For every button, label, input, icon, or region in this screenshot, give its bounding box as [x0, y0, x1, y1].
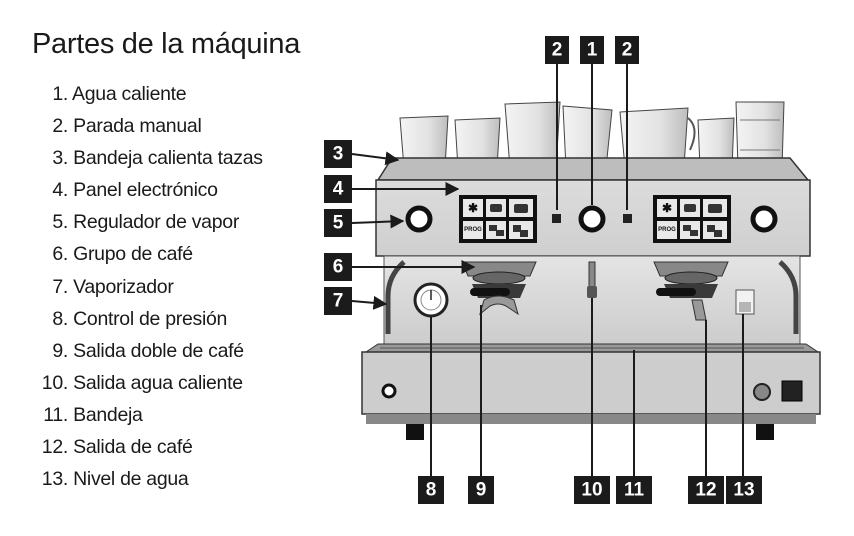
callout-left-7: 7: [324, 287, 352, 315]
legend-number: 7.: [52, 275, 68, 298]
legend-number: 8.: [52, 307, 68, 330]
callout-bottom-13: 13: [726, 476, 762, 504]
legend-label: Bandeja: [73, 403, 143, 426]
callout-number: 2: [552, 40, 563, 61]
callout-bottom-10: 10: [574, 476, 610, 504]
foot-right: [756, 424, 774, 440]
legend-number: 11.: [43, 403, 68, 426]
legend-label: Control de presión: [73, 307, 228, 330]
power-indicator-icon: [381, 383, 397, 399]
legend-number: 10.: [41, 371, 69, 394]
cups-on-tray: [399, 101, 785, 169]
keypad-left: ✱ PROG: [459, 195, 537, 243]
parts-legend: 1. Agua caliente 2. Parada manual 3. Ban…: [40, 78, 263, 495]
callout-number: 2: [622, 40, 633, 61]
callout-left-6: 6: [324, 253, 352, 281]
coffee-group-right: [653, 261, 729, 321]
callout-number: 10: [581, 480, 602, 501]
legend-label: Salida de café: [73, 436, 193, 459]
callout-number: 6: [333, 257, 344, 278]
legend-label: Salida doble de café: [73, 339, 244, 362]
hot-water-knob: [578, 205, 606, 233]
manual-stop-button-left: [552, 214, 561, 223]
legend-number: 9.: [52, 339, 68, 362]
callout-bottom-9: 9: [468, 476, 494, 504]
legend-label: Bandeja calienta tazas: [73, 147, 263, 170]
legend-label: Regulador de vapor: [73, 211, 240, 234]
legend-number: 3.: [52, 147, 68, 170]
legend-item: 3. Bandeja calienta tazas: [40, 142, 263, 174]
portafilter-handle-left: [470, 288, 510, 296]
callout-number: 1: [587, 40, 598, 61]
callout-number: 4: [333, 179, 344, 200]
callout-bottom-11: 11: [616, 476, 652, 504]
legend-number: 13.: [41, 468, 69, 491]
legend-number: 6.: [52, 243, 68, 266]
legend-number: 2.: [52, 115, 68, 138]
legend-label: Grupo de café: [73, 243, 193, 266]
manual-stop-button-right: [623, 214, 632, 223]
callout-top-2b: 2: [615, 36, 639, 64]
callout-top-2a: 2: [545, 36, 569, 64]
legend-item: 10. Salida agua caliente: [40, 367, 263, 399]
coffee-group-left: [461, 261, 537, 316]
callout-left-5: 5: [324, 209, 352, 237]
legend-label: Parada manual: [73, 115, 202, 138]
legend-item: 5. Regulador de vapor: [40, 206, 263, 238]
callout-number: 5: [333, 213, 344, 234]
callout-left-3: 3: [324, 140, 352, 168]
steam-wand-left: [385, 260, 406, 334]
steam-knob-right: [750, 205, 778, 233]
keypad-prog-label: PROG: [658, 227, 676, 233]
pressure-gauge: [413, 282, 449, 318]
legend-label: Salida agua caliente: [73, 371, 243, 394]
legend-label: Vaporizador: [73, 275, 174, 298]
keypad-prog-label: PROG: [464, 227, 482, 233]
callout-number: 9: [476, 480, 487, 501]
legend-label: Agua caliente: [72, 83, 187, 105]
legend-number: 4.: [52, 179, 68, 202]
legend-item: 6. Grupo de café: [40, 238, 263, 270]
legend-item: 2. Parada manual: [40, 110, 263, 142]
steam-knob-left: [405, 205, 433, 233]
keypad-right: ✱ PROG: [653, 195, 731, 243]
callout-bottom-8: 8: [418, 476, 444, 504]
foot-left: [406, 424, 424, 440]
legend-number: 12.: [41, 436, 69, 459]
legend-item: 1. Agua caliente: [40, 78, 263, 110]
keypad-star-glyph: ✱: [662, 201, 672, 215]
callout-top-1: 1: [580, 36, 604, 64]
callout-number: 11: [624, 480, 645, 501]
legend-item: 9. Salida doble de café: [40, 335, 263, 367]
legend-number: 5.: [52, 211, 68, 234]
callout-number: 7: [333, 291, 344, 312]
legend-item: 12. Salida de café: [40, 431, 263, 463]
callout-number: 13: [733, 480, 754, 501]
legend-item: 4. Panel electrónico: [40, 174, 263, 206]
callout-left-4: 4: [324, 175, 352, 203]
legend-item: 8. Control de presión: [40, 303, 263, 335]
legend-number: 1.: [52, 83, 68, 105]
legend-item: 13. Nivel de agua: [40, 463, 263, 495]
callout-number: 8: [426, 480, 437, 501]
legend-item: 7. Vaporizador: [40, 271, 263, 303]
callout-number: 12: [695, 480, 716, 501]
legend-item: 11. Bandeja: [40, 399, 263, 431]
callout-number: 3: [333, 144, 344, 165]
steam-wand-right: [778, 260, 799, 334]
keypad-star-glyph: ✱: [468, 201, 478, 215]
legend-label: Panel electrónico: [73, 179, 218, 202]
base-button-icon: [753, 383, 771, 401]
main-switch-icon: [781, 380, 803, 402]
portafilter-handle-right: [656, 288, 696, 296]
legend-label: Nivel de agua: [73, 468, 189, 491]
callout-bottom-12: 12: [688, 476, 724, 504]
page-title: Partes de la máquina: [32, 28, 301, 60]
